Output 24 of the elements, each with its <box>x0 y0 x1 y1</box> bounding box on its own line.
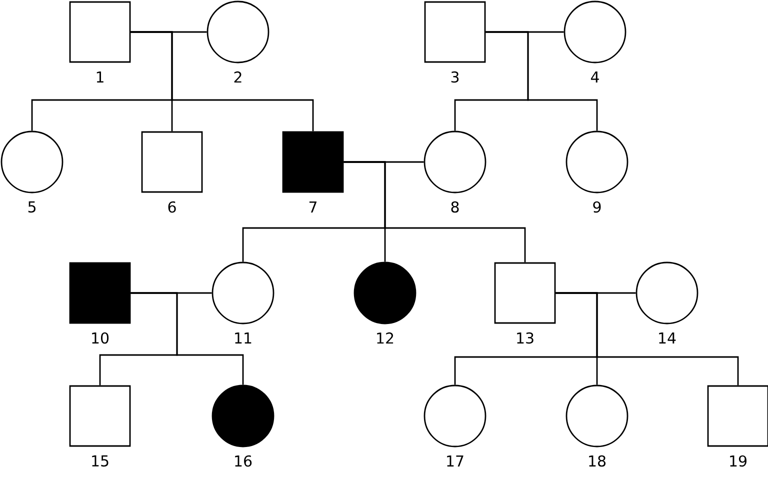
individual-number: 6 <box>168 201 176 213</box>
individual-number: 3 <box>451 71 459 83</box>
descent-line <box>130 31 314 132</box>
individual-number: 14 <box>659 332 676 344</box>
descent-line <box>130 292 244 385</box>
individual-number: 11 <box>235 332 252 344</box>
individual-number: 16 <box>235 455 252 467</box>
individual-number: 13 <box>517 332 534 344</box>
individual-number: 9 <box>593 201 601 213</box>
individual-number: 17 <box>447 456 464 466</box>
individual-number: 7 <box>309 202 316 212</box>
descent-line <box>486 31 598 131</box>
individual-number: 5 <box>28 201 36 213</box>
individual-number: 19 <box>730 455 746 467</box>
individual-number: 1 <box>96 72 104 82</box>
individual-number: 2 <box>234 71 242 83</box>
individual-number: 12 <box>377 332 394 344</box>
individual-number: 4 <box>590 72 599 82</box>
individual-number: 10 <box>92 332 109 344</box>
descent-line <box>556 292 739 386</box>
individual-number: 8 <box>451 201 459 213</box>
individual-number: 15 <box>92 455 108 467</box>
descent-line <box>344 161 526 262</box>
individual-number: 18 <box>589 455 606 467</box>
